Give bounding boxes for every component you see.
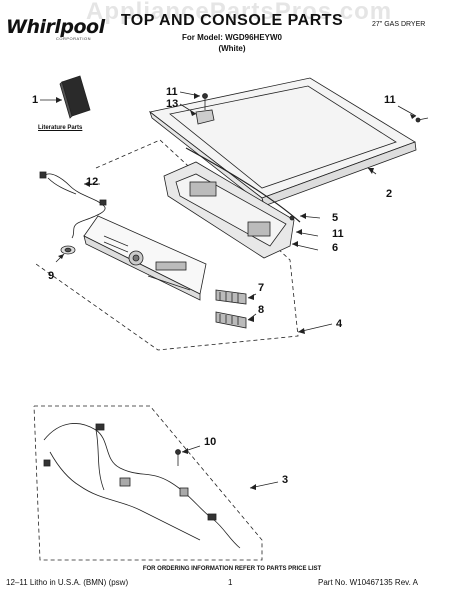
callout-6: 6: [332, 242, 339, 254]
leader-8: [247, 313, 257, 321]
knob-9-drawing: [60, 245, 76, 255]
bar-8-drawing: [215, 311, 247, 329]
callout-11-mid: 11: [332, 228, 344, 240]
whirlpool-logo: Whirlpool: [6, 16, 105, 38]
console-housing-drawing: [163, 147, 301, 259]
callout-4: 4: [336, 318, 343, 330]
watermark: AppliancePartsPros.com: [86, 0, 393, 25]
callout-10: 10: [204, 436, 217, 448]
ordering-note: FOR ORDERING INFORMATION REFER TO PARTS …: [142, 566, 322, 572]
color-line: (White): [218, 44, 246, 53]
callout-11-top: 11: [166, 86, 178, 98]
literature-parts-label: Literature Parts: [38, 125, 83, 131]
logo-subtitle: CORPORATION: [56, 36, 91, 41]
wire-harness-12-drawing: [39, 171, 107, 239]
page-number: 1: [228, 578, 233, 587]
callout-9: 9: [48, 270, 55, 282]
screw-5-drawing: [289, 215, 295, 221]
callout-8: 8: [258, 304, 265, 316]
callout-2: 2: [386, 188, 393, 200]
main-harness-drawing: [43, 423, 241, 549]
console-assembly-boundary: [35, 139, 299, 351]
callout-5: 5: [332, 212, 339, 224]
console-panel-drawing: [83, 215, 207, 301]
callout-3: 3: [282, 474, 289, 486]
leader-11b: [397, 105, 417, 117]
callout-12: 12: [86, 176, 99, 188]
main-harness-boundary: [33, 405, 263, 561]
screw-bracket-drawing: [195, 93, 215, 125]
callout-11-right: 11: [384, 94, 396, 106]
bar-7-drawing: [215, 289, 247, 305]
callout-13: 13: [166, 98, 179, 110]
part-number: Part No. W10467135 Rev. A: [318, 578, 418, 587]
litho-note: 12–11 Litho in U.S.A. (BMN) (psw): [6, 578, 129, 587]
callout-1: 1: [32, 94, 39, 106]
literature-parts-drawing: [59, 75, 91, 119]
screw-right-drawing: [415, 117, 429, 123]
callout-7: 7: [258, 282, 265, 294]
page-title: TOP AND CONSOLE PARTS: [120, 12, 344, 29]
model-line: For Model: WGD96HEYW0: [181, 33, 282, 42]
screw-10-drawing: [175, 449, 181, 466]
product-type: 27" GAS DRYER: [372, 21, 426, 28]
